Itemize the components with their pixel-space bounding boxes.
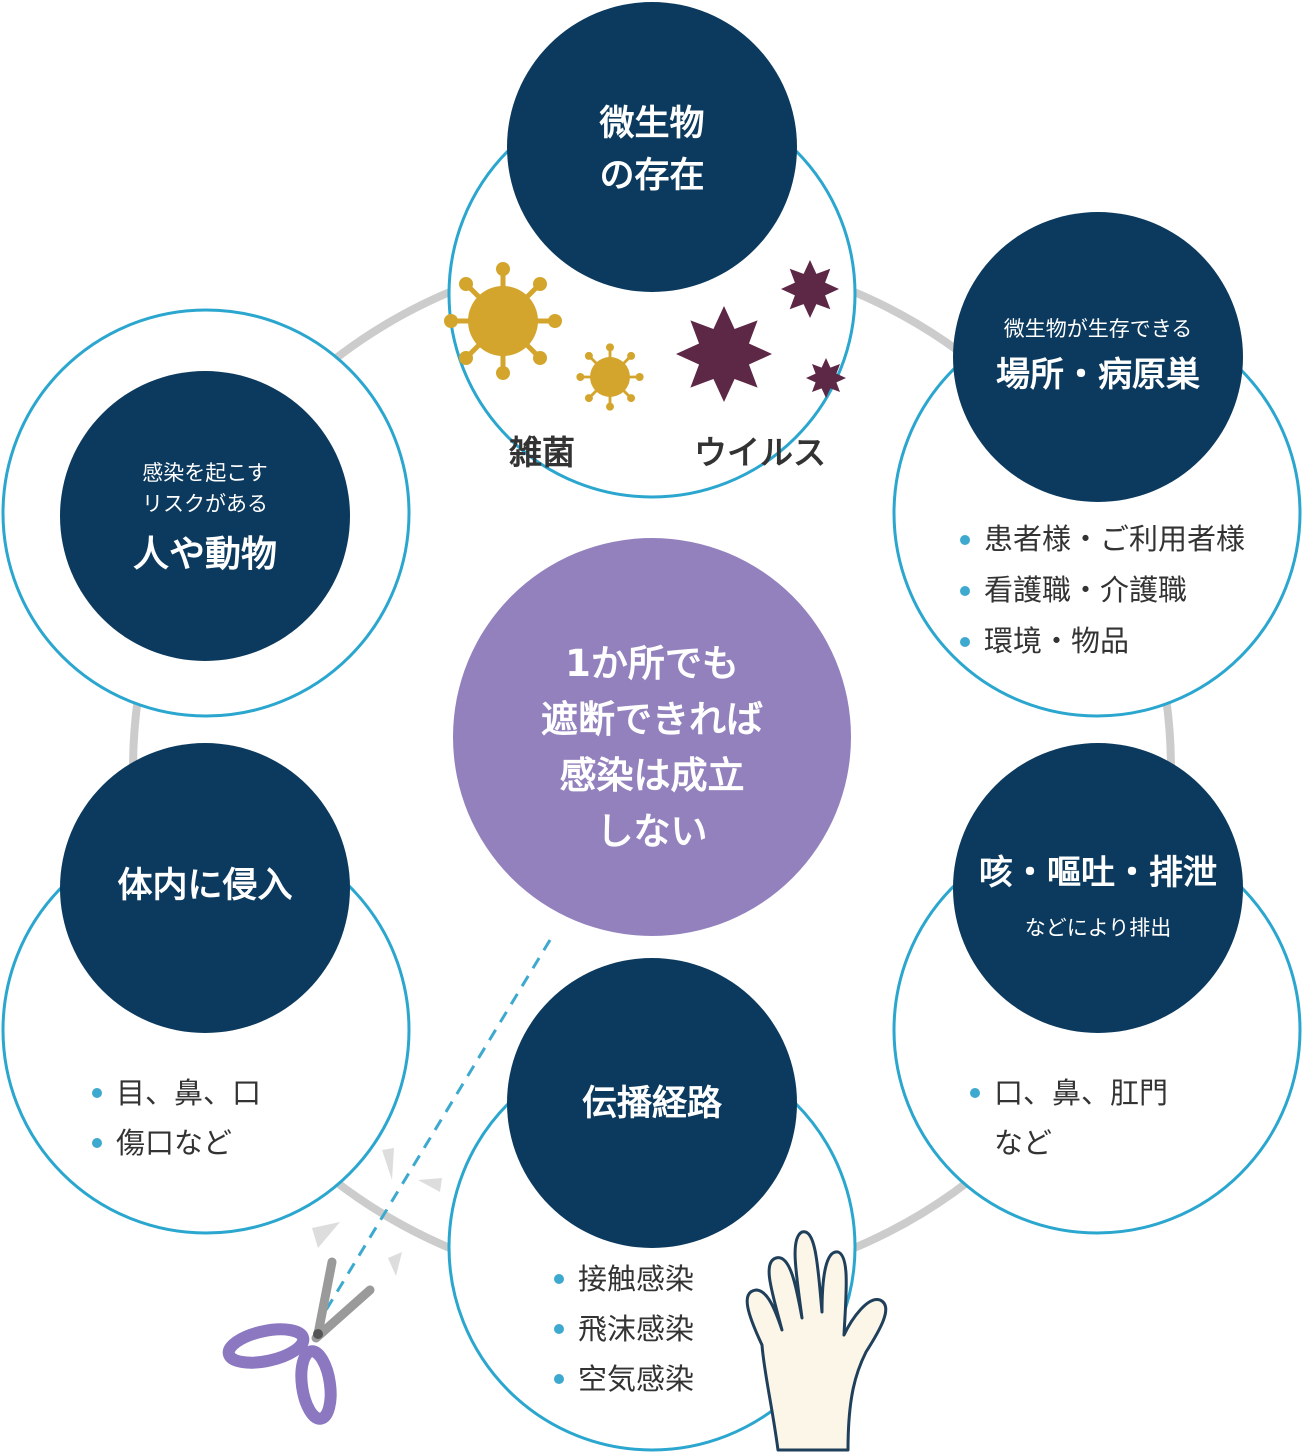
list-item: 環境・物品 — [958, 616, 1245, 667]
exit-title: 咳・嘔吐・排泄 — [958, 850, 1238, 896]
center-line-3: 感染は成立 — [462, 748, 842, 804]
host-subtitle: 感染を起こす リスクがある — [85, 458, 325, 520]
reservoir-subtitle: 微生物が生存できる — [958, 315, 1238, 343]
entry-title: 体内に侵入 — [75, 862, 335, 910]
host-subtitle-line-2: リスクがある — [85, 489, 325, 520]
microbe-title-line-1: 微生物 — [552, 98, 752, 150]
host-title: 人や動物 — [85, 530, 325, 580]
route-list: 接触感染 飛沫感染 空気感染 — [552, 1254, 694, 1404]
exit-list: 口、鼻、肛門 など — [968, 1068, 1168, 1168]
list-item: など — [968, 1118, 1168, 1168]
list-item: 口、鼻、肛門 — [968, 1068, 1168, 1118]
list-item: 傷口など — [90, 1118, 261, 1168]
host-subtitle-line-1: 感染を起こす — [85, 458, 325, 489]
entry-list: 目、鼻、口 傷口など — [90, 1068, 261, 1168]
microbe-title-line-2: の存在 — [552, 150, 752, 202]
list-item: 看護職・介護職 — [958, 565, 1245, 616]
list-item: 接触感染 — [552, 1254, 694, 1304]
reservoir-title: 場所・病原巣 — [958, 352, 1238, 398]
virus-icon — [806, 358, 846, 398]
center-text: 1か所でも 遮断できれば 感染は成立 しない — [462, 636, 842, 860]
bacteria-icon — [444, 262, 562, 380]
bacteria-label: 雑菌 — [492, 433, 592, 473]
exit-subtitle: などにより排出 — [958, 914, 1238, 942]
list-item: 患者様・ご利用者様 — [958, 514, 1245, 565]
center-line-4: しない — [462, 804, 842, 860]
virus-label: ウイルス — [680, 433, 840, 473]
route-title: 伝播経路 — [552, 1080, 752, 1128]
list-item: 飛沫感染 — [552, 1304, 694, 1354]
center-line-2: 遮断できれば — [462, 692, 842, 748]
virus-icon — [781, 260, 839, 318]
microbe-title: 微生物 の存在 — [552, 98, 752, 202]
list-item: 目、鼻、口 — [90, 1068, 261, 1118]
scissors-icon — [226, 1262, 370, 1421]
reservoir-list: 患者様・ご利用者様 看護職・介護職 環境・物品 — [958, 514, 1245, 667]
list-item: 空気感染 — [552, 1354, 694, 1404]
bacteria-icon — [576, 343, 643, 410]
center-line-1: 1か所でも — [462, 636, 842, 692]
